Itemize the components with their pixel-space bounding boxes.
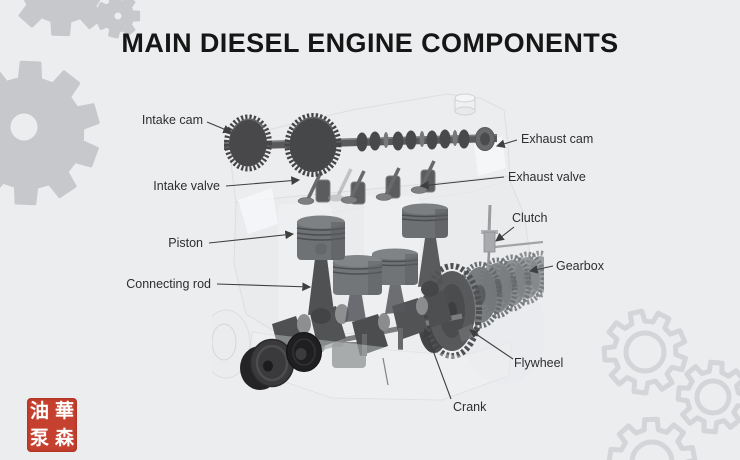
label-crank: Crank [453,400,487,414]
seal-character: 華 [54,400,74,422]
page-title: MAIN DIESEL ENGINE COMPONENTS [121,28,619,58]
clutch-assembly [481,204,544,271]
leader-exhaust-valve [419,176,505,190]
label-piston: Piston [168,236,203,250]
seal-stamp: 油 華 泵 森 [27,398,77,452]
label-flywheel: Flywheel [514,356,564,370]
gear-icon [675,359,740,435]
leader-exhaust-cam [495,139,518,149]
gear-icon [18,0,115,37]
gear-icon [0,60,100,206]
seal-character: 泵 [29,427,49,449]
seal-character: 油 [29,400,49,422]
engine-illustration [212,93,544,401]
label-clutch: Clutch [512,211,548,225]
flywheel-part [418,263,482,359]
label-intake-valve: Intake valve [153,179,220,193]
leader-gearbox [528,265,554,274]
breather-cap [454,93,476,116]
leader-piston [208,230,295,244]
gear-cluster-bottom-right [601,308,740,460]
label-exhaust-valve: Exhaust valve [508,170,586,184]
leader-intake-valve [225,176,301,187]
connecting-rods [308,238,443,324]
seal-character: 森 [54,427,74,449]
label-gearbox: Gearbox [556,259,604,273]
gear-icon [606,416,698,460]
gearbox-gears [457,250,544,329]
label-connecting-rod: Connecting rod [126,277,211,291]
exhaust-cam-end [475,127,495,151]
leader-connecting-rod [216,282,312,292]
gear-cluster-top-left [0,0,141,206]
intake-cam-gears [224,113,342,177]
leader-clutch [495,226,515,242]
leader-crank [423,327,452,400]
pistons [296,203,449,295]
leader-intake-cam [206,121,233,134]
label-intake-cam: Intake cam [141,113,203,127]
gear-icon [96,0,141,39]
crank-pulleys [240,332,322,390]
leader-flywheel [469,329,514,360]
gear-icon [601,308,688,396]
label-exhaust-cam: Exhaust cam [521,132,594,146]
